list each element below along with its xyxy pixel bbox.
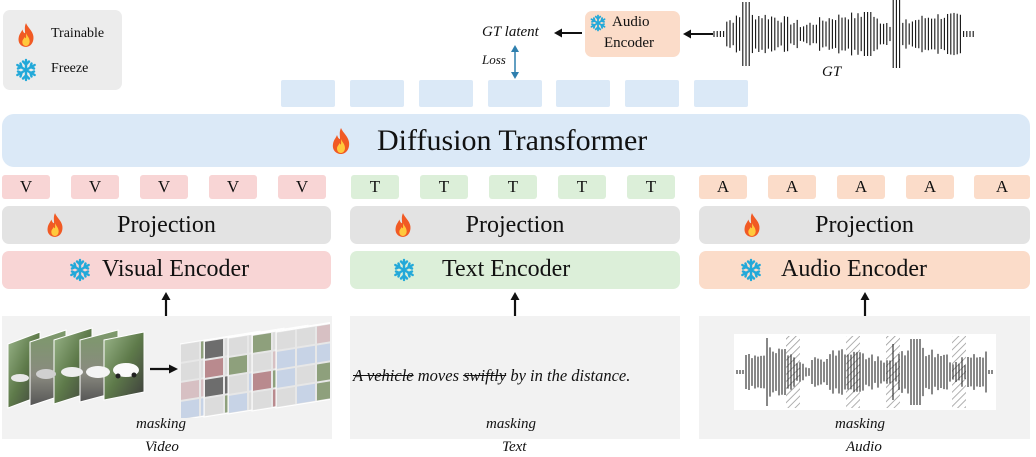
legend-trainable-label: Trainable — [51, 26, 105, 41]
text-token: T — [351, 175, 399, 199]
audio-token: A — [974, 175, 1030, 199]
visual-encoder-box: Visual Encoder — [2, 251, 331, 289]
snowflake-icon — [14, 58, 38, 82]
top-audio-encoder-line2: Encoder — [604, 35, 654, 51]
text-masking-label: masking — [486, 416, 536, 432]
audio-token: A — [837, 175, 885, 199]
latent-token — [556, 80, 610, 107]
fire-icon — [392, 212, 414, 238]
visual-token: V — [71, 175, 119, 199]
arrow-to-audio-encoder — [683, 29, 713, 39]
masked-word: A vehicle — [353, 366, 414, 385]
legend-freeze-label: Freeze — [51, 61, 89, 76]
text-caption: Text — [502, 439, 527, 455]
fire-icon — [329, 127, 353, 155]
masked-audio-waveform — [734, 334, 996, 410]
snowflake-icon — [392, 258, 416, 282]
masked-sentence: A vehicle moves swiftly by in the distan… — [353, 366, 630, 386]
diffusion-transformer-title: Diffusion Transformer — [377, 124, 648, 157]
audio-encoder-box: Audio Encoder — [699, 251, 1030, 289]
audio-token: A — [906, 175, 954, 199]
visual-token: V — [278, 175, 326, 199]
text-input-panel: A vehicle moves swiftly by in the distan… — [350, 316, 680, 439]
video-caption: Video — [145, 439, 179, 455]
snowflake-icon — [589, 14, 607, 32]
up-arrow — [860, 292, 870, 316]
up-arrow — [510, 292, 520, 316]
audio-input-panel: masking — [699, 316, 1030, 439]
latent-token — [350, 80, 404, 107]
audio-encoder-label: Audio Encoder — [781, 256, 927, 282]
fire-icon — [741, 212, 763, 238]
visual-encoder-label: Visual Encoder — [102, 256, 250, 282]
audio-caption: Audio — [846, 439, 882, 455]
loss-double-arrow — [511, 45, 519, 79]
latent-token — [488, 80, 542, 107]
audio-projection-box: Projection — [699, 206, 1030, 244]
masked-audio-segment — [786, 336, 800, 408]
latent-token — [694, 80, 748, 107]
gt-waveform — [713, 0, 974, 68]
text-encoder-label: Text Encoder — [442, 256, 571, 282]
latent-token — [625, 80, 679, 107]
audio-masking-label: masking — [835, 416, 885, 432]
audio-token: A — [768, 175, 816, 199]
masked-video-frames — [180, 322, 330, 418]
top-audio-encoder-line1: Audio — [612, 14, 650, 30]
diffusion-transformer-box: Diffusion Transformer — [2, 114, 1030, 167]
snowflake-icon — [68, 258, 92, 282]
visual-projection-box: Projection — [2, 206, 331, 244]
text-projection-box: Projection — [350, 206, 680, 244]
audio-projection-label: Projection — [815, 211, 914, 238]
audio-token: A — [699, 175, 747, 199]
visual-token: V — [2, 175, 50, 199]
top-audio-encoder-box: Audio Encoder — [585, 11, 680, 57]
text-token: T — [627, 175, 675, 199]
visual-projection-label: Projection — [117, 211, 216, 238]
video-masking-label: masking — [136, 416, 186, 432]
visual-token: V — [209, 175, 257, 199]
masked-frame — [275, 322, 330, 409]
arrow-to-gt-latent — [554, 28, 582, 38]
sentence-text: by in the distance. — [506, 366, 631, 385]
gt-label: GT — [822, 64, 842, 80]
snowflake-icon — [739, 258, 763, 282]
visual-token: V — [140, 175, 188, 199]
text-encoder-box: Text Encoder — [350, 251, 680, 289]
masked-word: swiftly — [463, 366, 507, 385]
latent-token — [419, 80, 473, 107]
fire-icon — [44, 212, 66, 238]
legend-box: Trainable Freeze — [3, 10, 122, 90]
fire-icon — [15, 22, 37, 48]
loss-label: Loss — [482, 52, 506, 67]
text-token: T — [489, 175, 537, 199]
text-projection-label: Projection — [465, 211, 565, 238]
video-frames-image — [7, 327, 145, 409]
sentence-text: moves — [413, 366, 464, 385]
text-token: T — [558, 175, 606, 199]
up-arrow — [161, 292, 171, 316]
right-arrow — [150, 364, 178, 374]
latent-token — [281, 80, 335, 107]
video-input-panel: masking — [2, 316, 332, 439]
text-token: T — [420, 175, 468, 199]
gt-latent-label: GT latent — [482, 24, 539, 40]
